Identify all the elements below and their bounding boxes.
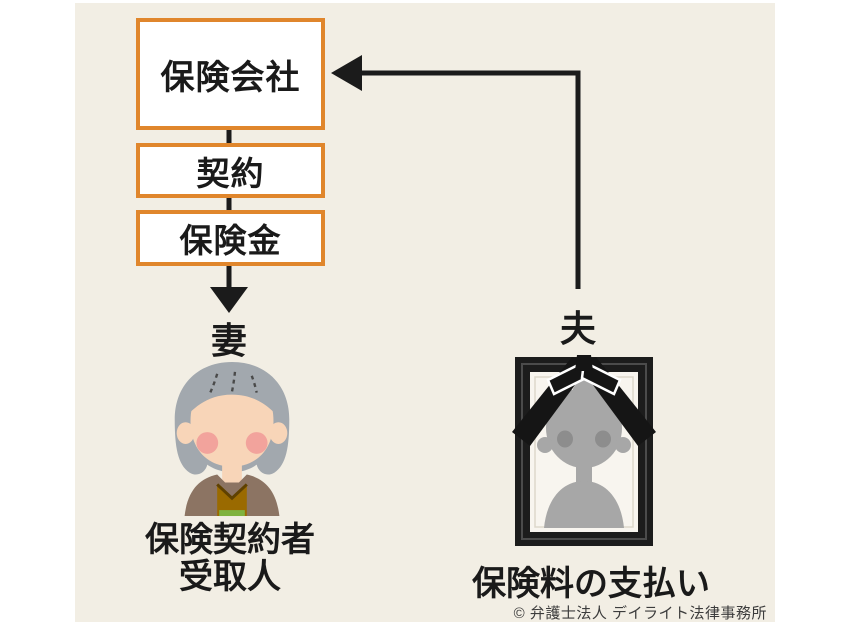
policyholder-beneficiary-label: 保険契約者 受取人 — [100, 522, 360, 596]
premium-payment-label: 保険料の支払い — [472, 565, 710, 603]
copyright-notice: © 弁護士法人 デイライト法律事務所 — [513, 605, 767, 622]
insurance-payout-box: 保険金 — [136, 210, 325, 266]
insurance-payout-label: 保険金 — [179, 222, 282, 259]
memorial-portrait-icon — [512, 355, 656, 546]
policyholder-line: 保険契約者 — [145, 521, 315, 559]
contract-box: 契約 — [136, 143, 325, 198]
beneficiary-line: 受取人 — [179, 558, 281, 596]
black-ribbon-icon — [512, 355, 656, 446]
insurance-company-box: 保険会社 — [136, 18, 325, 130]
wife-label: 妻 — [210, 320, 248, 361]
contract-label: 契約 — [196, 154, 265, 192]
husband-label: 夫 — [559, 308, 597, 349]
insurance-company-label: 保険会社 — [160, 58, 301, 97]
elderly-woman-illustration-icon — [174, 361, 290, 517]
